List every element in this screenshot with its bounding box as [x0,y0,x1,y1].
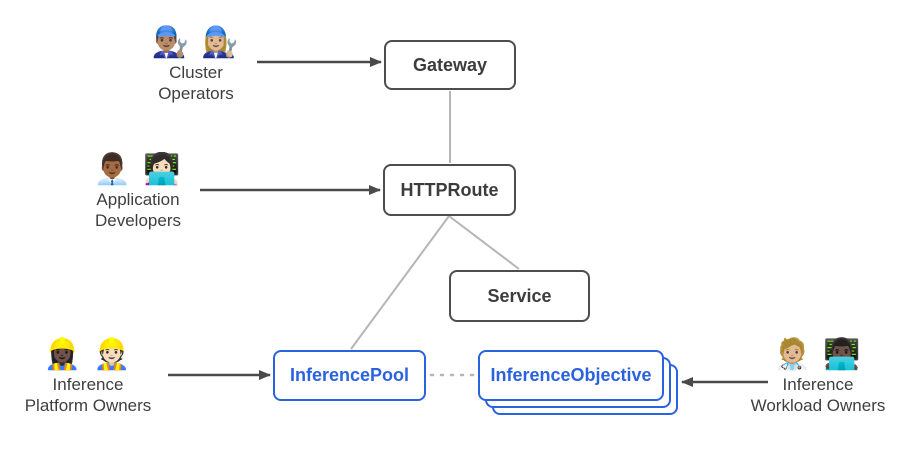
inference-workload-owners-label-line2: Workload Owners [750,396,886,415]
httproute-node: HTTPRoute [383,164,516,216]
edge-httproute-service [448,215,520,270]
inference-workload-owners-label-line1: Inference [782,375,854,394]
gateway-node: Gateway [384,40,516,90]
cluster-operators-people-icon: 👨🏽‍🔧 👩🏼‍🔧 [151,26,241,59]
inference-platform-owners-people-icon: 👷🏿‍♀️ 👷🏻 [43,338,133,371]
cluster-operators-label-line1: Cluster [169,63,223,82]
inference-platform-owners-actor: 👷🏿‍♀️ 👷🏻 Inference Platform Owners [8,336,168,416]
application-developers-people-icon: 👨🏾‍💼 👩🏻‍💻 [93,153,183,186]
application-developers-actor: 👨🏾‍💼 👩🏻‍💻 Application Developers [58,151,218,231]
inference-platform-owners-label-line1: Inference [52,375,124,394]
application-developers-label-line1: Application [96,190,180,209]
cluster-operators-actor: 👨🏽‍🔧 👩🏼‍🔧 Cluster Operators [116,24,276,104]
cluster-operators-label-line2: Operators [158,84,234,103]
inferencepool-node: InferencePool [273,350,426,401]
edge-httproute-inferencepool [350,215,450,350]
inference-platform-owners-label-line2: Platform Owners [24,396,152,415]
inferenceobjective-node: InferenceObjective [478,350,664,401]
application-developers-label-line2: Developers [95,211,181,230]
inferenceobjective-stack: InferenceObjective [478,350,678,416]
inference-workload-owners-people-icon: 🧑🏼‍⚕️ 👨🏿‍💻 [773,338,863,371]
service-node: Service [449,270,590,322]
inference-workload-owners-actor: 🧑🏼‍⚕️ 👨🏿‍💻 Inference Workload Owners [738,336,898,416]
